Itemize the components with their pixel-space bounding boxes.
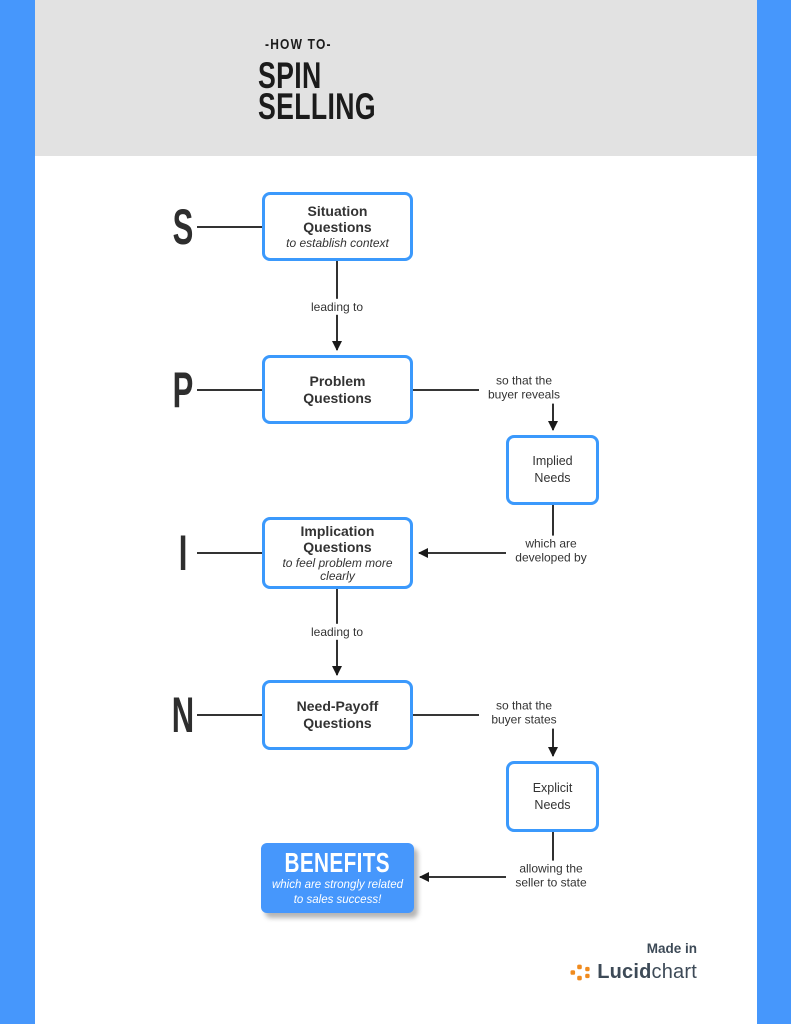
- node-subtitle: which are strongly related to sales succ…: [271, 879, 404, 906]
- lucidchart-icon: [570, 964, 590, 981]
- node-need-payoff-questions: Need-Payoff Questions: [262, 680, 413, 750]
- lucid-bold-part: Lucid: [597, 961, 652, 983]
- made-in-text: Made in: [646, 941, 697, 956]
- node-implication-questions: Implication Questions to feel problem mo…: [262, 517, 413, 589]
- node-subtitle: to establish context: [286, 236, 389, 251]
- node-title: Explicit Needs: [532, 780, 573, 812]
- lucidchart-logo: Lucidchart: [570, 961, 697, 984]
- header-title-line2: SELLING: [258, 86, 376, 128]
- edge-label-leading-to-1: leading to: [307, 298, 367, 316]
- header-title-line1: SPIN: [258, 55, 322, 96]
- letter-s: S: [172, 199, 194, 255]
- edge-label-so-that-buyer-states: so that the buyer states: [479, 697, 569, 729]
- header-band: -HOW TO- SPIN SELLING: [35, 0, 757, 156]
- header-text-block: -HOW TO- SPIN SELLING: [258, 36, 422, 128]
- node-title: Implication Questions: [300, 522, 375, 556]
- edge-label-so-that-buyer-reveals: so that the buyer reveals: [479, 372, 569, 404]
- header-kicker: -HOW TO-: [265, 36, 332, 53]
- edge-label-allowing-seller-to-state: allowing the seller to state: [506, 860, 596, 892]
- node-title: Need-Payoff Questions: [296, 698, 379, 731]
- right-border-bar: [757, 0, 791, 1024]
- letter-i: I: [178, 525, 188, 581]
- node-title: Implied Needs: [532, 454, 573, 485]
- node-problem-questions: Problem Questions: [262, 355, 413, 424]
- edge-label-which-are-developed-by: which are developed by: [506, 535, 596, 567]
- left-border-bar: [0, 0, 35, 1024]
- node-explicit-needs: Explicit Needs: [506, 761, 599, 832]
- chart-light-part: chart: [651, 961, 697, 983]
- node-implied-needs: Implied Needs: [506, 435, 599, 505]
- edge-label-leading-to-2: leading to: [307, 623, 367, 641]
- node-situation-questions: Situation Questions to establish context: [262, 192, 413, 261]
- node-subtitle: to feel problem more clearly: [282, 556, 393, 584]
- node-title: Problem Questions: [303, 372, 372, 406]
- node-title: BENEFITS: [284, 847, 391, 879]
- lucidchart-attribution: Made in Lucidchart: [570, 941, 697, 984]
- letter-n: N: [171, 687, 195, 743]
- letter-p: P: [172, 362, 194, 418]
- node-benefits: BENEFITS which are strongly related to s…: [261, 843, 414, 913]
- node-title: Situation Questions: [303, 202, 372, 236]
- lucidchart-wordmark: Lucidchart: [597, 961, 697, 984]
